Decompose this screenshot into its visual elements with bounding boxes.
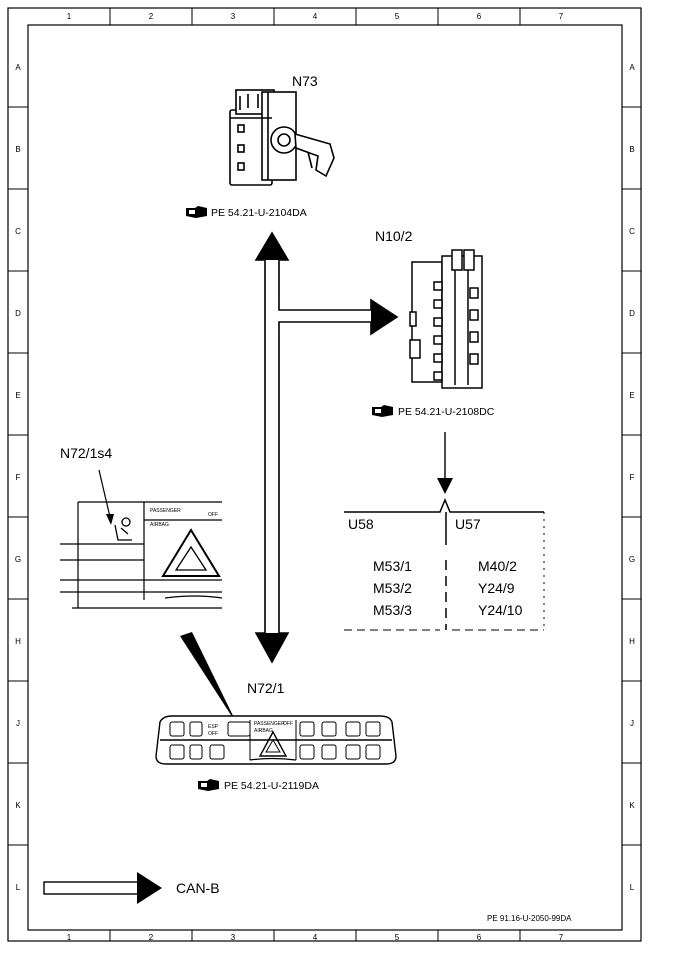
row-label: G (629, 555, 635, 564)
row-label: F (16, 473, 21, 482)
fuse-arrow (437, 432, 453, 494)
fuse-item-right: Y24/9 (478, 580, 515, 596)
esp-off-text: OFF (208, 731, 218, 737)
column-ticks-bottom (109, 930, 521, 941)
row-label: K (629, 801, 635, 810)
reference-hand-icon (372, 405, 393, 417)
fuse-item-right: M40/2 (478, 558, 517, 574)
reference-hand-icon (186, 206, 207, 218)
row-label: A (15, 63, 21, 72)
row-label: J (630, 719, 634, 728)
row-label: E (15, 391, 20, 400)
fuse-table: U58 U57 M53/1 M53/2 M53/3 M40/2 Y24/9 Y2… (344, 498, 545, 631)
footer-reference: PE 91.16-U-2050-99DA (487, 914, 572, 923)
can-b-legend: CAN-B (43, 872, 220, 904)
col-label: 2 (149, 12, 154, 21)
row-label: H (15, 637, 21, 646)
can-b-bus-arrows (254, 231, 399, 664)
n73-ref: PE 54.21-U-2104DA (211, 207, 307, 219)
panel-buttons (169, 721, 381, 760)
passenger-text: PASSENGER (150, 508, 181, 514)
fuse-header-right: U57 (455, 516, 481, 532)
n72-1s4-switch-detail: N72/1s4 PASSENGER AIRBAG OFF (60, 445, 223, 609)
col-label: 4 (313, 12, 318, 21)
hazard-triangle-icon (161, 528, 221, 577)
seat-occupant-icon (114, 517, 132, 541)
row-ticks-right (622, 106, 641, 846)
passenger-text: PASSENGER (254, 721, 285, 727)
col-label: 5 (395, 12, 400, 21)
col-label: 1 (67, 12, 72, 21)
row-label: C (15, 227, 21, 236)
col-label: 3 (231, 933, 236, 942)
can-b-legend-label: CAN-B (176, 880, 220, 896)
airbag-text: AIRBAG (254, 728, 273, 734)
row-label: A (629, 63, 635, 72)
row-label: D (629, 309, 635, 318)
column-labels-bottom: 1 2 3 4 5 6 7 (67, 933, 564, 942)
row-label: G (15, 555, 21, 564)
fuse-item-left: M53/2 (373, 580, 412, 596)
hazard-triangle-icon (258, 730, 288, 757)
esp-text: ESP (208, 724, 219, 730)
n72-1s4-label: N72/1s4 (60, 445, 112, 461)
fuse-item-left: M53/3 (373, 602, 412, 618)
fuse-item-left: M53/1 (373, 558, 412, 574)
row-label: K (15, 801, 21, 810)
col-label: 7 (559, 933, 564, 942)
ignition-switch-icon (229, 89, 335, 186)
airbag-text: AIRBAG (150, 522, 169, 528)
reference-hand-icon (198, 779, 219, 791)
n72-1-control-panel: N72/1 ESP OFF PASSENGER AIRBAG OFF (155, 680, 397, 792)
row-labels-right: A B C D E F G H J K L (629, 63, 635, 892)
drawing-frame (7, 7, 642, 942)
row-label: H (629, 637, 635, 646)
row-label: C (629, 227, 635, 236)
row-label: L (16, 883, 21, 892)
panel-lines (60, 501, 223, 609)
detail-pointer (180, 632, 238, 726)
col-label: 2 (149, 933, 154, 942)
row-label: B (15, 145, 20, 154)
n72-1-ref: PE 54.21-U-2119DA (224, 780, 319, 792)
col-label: 7 (559, 12, 564, 21)
col-label: 3 (231, 12, 236, 21)
row-label: J (16, 719, 20, 728)
n73-ignition-switch: N73 PE 54.21-U-2104DA (186, 73, 335, 219)
n73-label: N73 (292, 73, 318, 89)
column-labels-top: 1 2 3 4 5 6 7 (67, 12, 564, 21)
fuse-header-left: U58 (348, 516, 374, 532)
off-text: OFF (208, 512, 218, 518)
row-label: F (630, 473, 635, 482)
n10-2-ref: PE 54.21-U-2108DC (398, 406, 495, 418)
row-label: E (629, 391, 634, 400)
fuse-item-right: Y24/10 (478, 602, 523, 618)
row-label: L (630, 883, 635, 892)
control-module-icon (409, 249, 483, 389)
off-text: OFF (283, 721, 293, 727)
row-ticks-left (8, 106, 28, 846)
col-label: 5 (395, 933, 400, 942)
n10-2-module: N10/2 PE 54.21-U-2108DC (372, 228, 495, 418)
col-label: 6 (477, 933, 482, 942)
row-label: D (15, 309, 21, 318)
row-labels-left: A B C D E F G H J K L (15, 63, 21, 892)
row-label: B (629, 145, 634, 154)
column-ticks-top (109, 8, 521, 25)
col-label: 1 (67, 933, 72, 942)
n72-1-label: N72/1 (247, 680, 285, 696)
n10-2-label: N10/2 (375, 228, 413, 244)
col-label: 4 (313, 933, 318, 942)
col-label: 6 (477, 12, 482, 21)
